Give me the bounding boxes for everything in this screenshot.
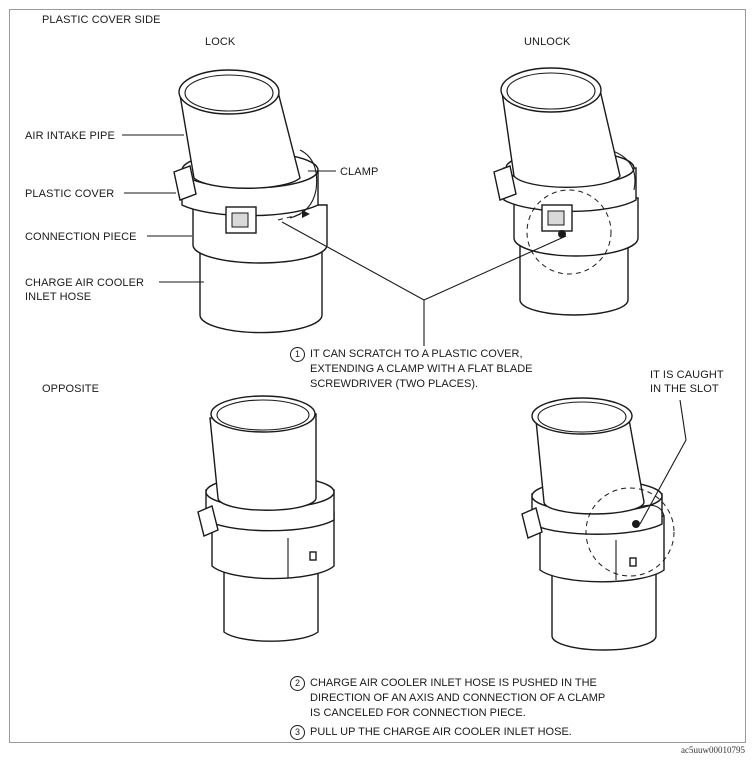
opposite-right-assembly (521, 397, 687, 651)
caught-leader (639, 399, 687, 525)
label-air-intake-pipe: AIR INTAKE PIPE (25, 130, 115, 142)
lock-pipe-inner (184, 74, 274, 112)
unlock-screwdriver-point (558, 230, 566, 238)
figure-frame (9, 9, 746, 743)
opp-left-tab (197, 505, 219, 537)
unlock-pipe-top (500, 67, 602, 113)
unlock-pipe-inner (506, 72, 596, 110)
opp-left-pipe-top (210, 395, 316, 433)
opp-right-pipe-inner (537, 401, 627, 433)
state-lock-label: LOCK (205, 36, 236, 48)
step-1-number: 1 (290, 347, 305, 362)
opp-left-slot (309, 551, 317, 561)
lock-connector-window (231, 212, 249, 228)
unlock-tab (493, 165, 517, 201)
step-3-number: 3 (290, 725, 305, 740)
opp-right-detail-circle (585, 487, 675, 577)
step-2: 2 CHARGE AIR COOLER INLET HOSE IS PUSHED… (290, 676, 650, 722)
label-caught-in-slot: IT IS CAUGHT IN THE SLOT (650, 369, 724, 395)
opp-right-catch-point (632, 520, 640, 528)
opp-left-pipe (209, 413, 317, 511)
opp-left-pipe-inner (216, 399, 310, 431)
step-3: 3 PULL UP THE CHARGE AIR COOLER INLET HO… (290, 725, 650, 741)
lock-tab (173, 165, 197, 201)
label-connection-piece: CONNECTION PIECE (25, 231, 137, 243)
step-2-number: 2 (290, 676, 305, 691)
section-plastic-cover-side: PLASTIC COVER SIDE (42, 14, 161, 26)
lock-arrow (277, 213, 303, 221)
step-1: 1 IT CAN SCRATCH TO A PLASTIC COVER, EXT… (290, 347, 580, 393)
lock-arrowhead (302, 210, 310, 218)
label-inlet-hose: CHARGE AIR COOLER INLET HOSE (25, 277, 145, 303)
step-3-text: PULL UP THE CHARGE AIR COOLER INLET HOSE… (310, 726, 572, 738)
unlock-air-intake-pipe (501, 89, 621, 188)
step-2-text: CHARGE AIR COOLER INLET HOSE IS PUSHED I… (310, 677, 606, 719)
opposite-left-assembly (197, 395, 335, 642)
lock-assembly (173, 69, 328, 334)
opp-right-slot (629, 557, 637, 567)
section-opposite: OPPOSITE (42, 383, 100, 395)
unlock-assembly (493, 67, 639, 316)
lock-air-intake-pipe (179, 91, 301, 189)
lock-pipe-top (178, 69, 280, 115)
label-plastic-cover: PLASTIC COVER (25, 188, 115, 200)
opp-right-pipe (535, 413, 645, 515)
lock-clamp (289, 149, 318, 219)
unlock-connector-window (547, 210, 565, 226)
opp-right-pipe-top (531, 397, 633, 435)
step-1-text: IT CAN SCRATCH TO A PLASTIC COVER, EXTEN… (310, 348, 533, 390)
state-unlock-label: UNLOCK (524, 36, 571, 48)
figure-id-caption: ac5uuw00010795 (681, 745, 745, 755)
unlock-detail-circle (526, 189, 612, 275)
label-clamp: CLAMP (340, 166, 379, 178)
opp-right-tab (521, 507, 543, 539)
